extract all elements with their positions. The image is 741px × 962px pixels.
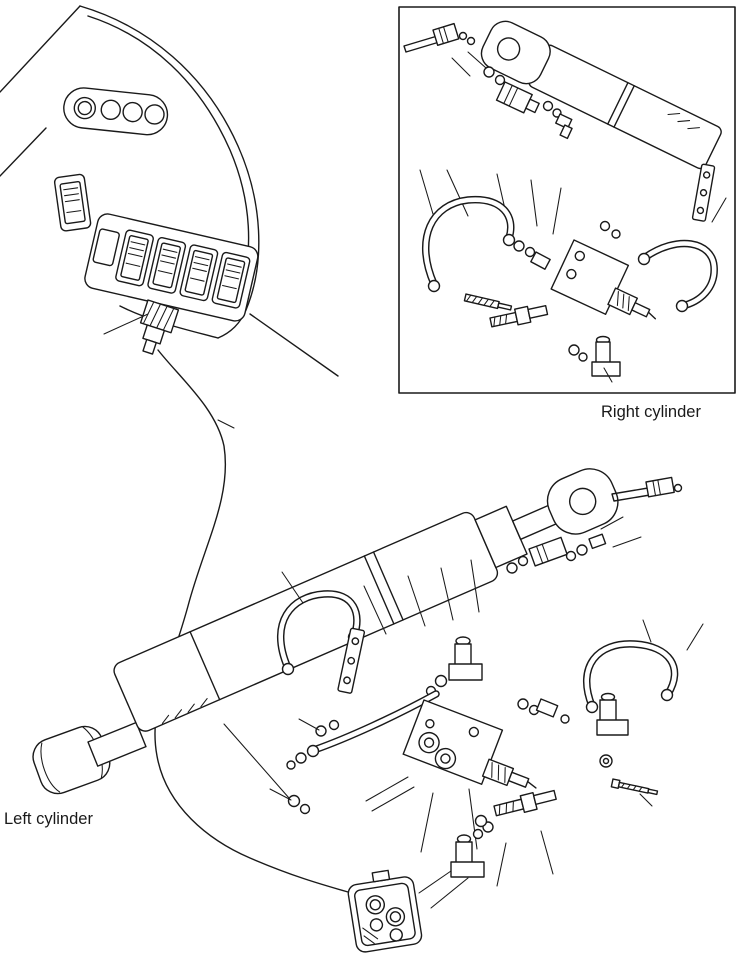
right-fitting-chain	[483, 66, 573, 140]
left-hydraulic-hose	[517, 619, 704, 736]
spare-rocker-switch	[53, 173, 92, 232]
dash-edge-line-2	[0, 127, 47, 177]
right-hose-adapter	[489, 304, 549, 328]
wiring-connector	[139, 299, 180, 355]
gauge-cluster	[63, 87, 169, 136]
rocker-switch-4	[211, 251, 251, 309]
blank-switch-slot	[92, 228, 120, 267]
rocker-switch-1	[115, 229, 154, 287]
right-u-tube-hose	[422, 196, 551, 293]
rocker-switch-3	[179, 244, 219, 302]
diagnostic-connector-block	[347, 869, 423, 953]
left-valve-pointer	[365, 776, 478, 853]
left-cylinder-label: Left cylinder	[4, 810, 93, 828]
right-leader-lines-top	[451, 51, 487, 77]
left-clevis-eye	[568, 487, 597, 516]
left-valve-block	[402, 699, 537, 789]
dash-edge-line-1	[0, 5, 81, 93]
right-valve-washers	[599, 220, 621, 239]
right-cylinder-label: Right cylinder	[601, 403, 701, 421]
left-hose-adapter	[472, 789, 557, 887]
switch-panel	[84, 213, 259, 322]
left-bottom-elbow	[418, 814, 488, 909]
left-steel-tube	[223, 690, 440, 815]
inset-border	[398, 6, 736, 394]
left-bolt-and-washer	[599, 754, 659, 807]
left-piston-rod	[87, 721, 147, 767]
harness-clip-tick	[217, 419, 235, 429]
left-mounting-bracket	[337, 627, 366, 694]
right-mounting-bolt	[463, 293, 513, 311]
right-elbow-fitting	[568, 335, 621, 383]
rocker-switch-2	[147, 236, 187, 294]
right-cylinder-body	[480, 20, 722, 170]
left-clevis-fitting-chain	[506, 516, 642, 574]
left-rod-tip-fitting	[611, 476, 683, 502]
right-rod-fitting	[403, 22, 476, 53]
dash-pointer-line	[249, 313, 339, 377]
left-cylinder-body	[113, 468, 619, 732]
right-mounting-bracket	[691, 163, 716, 222]
left-elbow-fitting	[425, 636, 483, 697]
right-leader-lines-mid	[419, 169, 562, 235]
connector-leader-line	[103, 313, 149, 335]
right-cylinder-inset	[398, 6, 736, 394]
left-leader-fan	[363, 559, 480, 635]
right-valve-block	[550, 239, 657, 320]
right-hydraulic-hose	[637, 197, 727, 313]
left-cylinder-assembly	[32, 468, 704, 953]
